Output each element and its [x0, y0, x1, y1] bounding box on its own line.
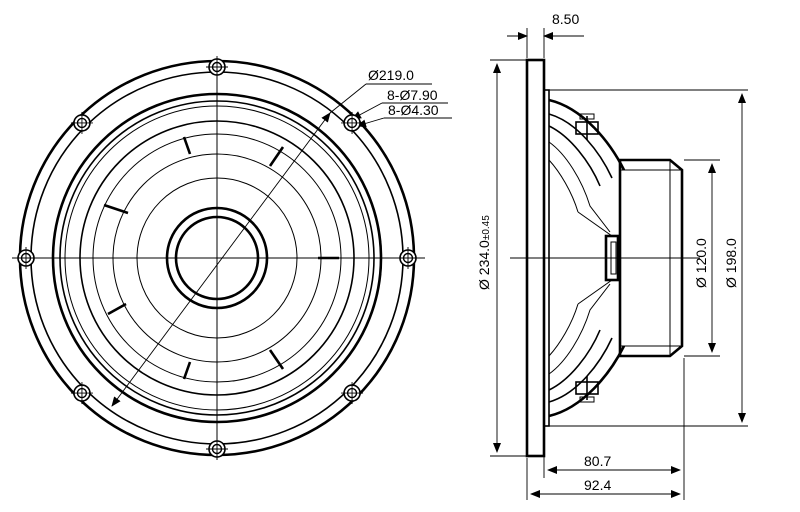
mounting-hole: [206, 438, 228, 460]
mounting-hole: [341, 382, 364, 405]
mounting-hole: [70, 111, 93, 134]
inner-holes-label: 8-Ø4.30: [388, 102, 439, 118]
front-view: Ø219.0 8-Ø7.90 8-Ø4.30: [12, 56, 452, 460]
frame-diameter-label: Ø 234.0±0.45: [476, 215, 492, 290]
cone-rib: [268, 349, 285, 370]
mounting-hole: [15, 247, 37, 269]
overall-depth-label: 92.4: [584, 477, 611, 493]
basket-arm-top-inner: [548, 113, 613, 179]
gasket: [543, 89, 550, 427]
frame-ring-4: [59, 100, 375, 416]
basket-arm-top-2: [548, 125, 601, 187]
diameter-leader-extension: [329, 83, 367, 114]
cone-rib: [103, 203, 129, 215]
magnet-depth-label: 80.7: [584, 453, 611, 469]
cone-profile-bottom: [548, 283, 611, 375]
inner-hole-leader: [356, 117, 385, 128]
frame-diameter-value: Ø 234.0: [476, 240, 492, 290]
side-view: 8.50 Ø 234.0±0.45 Ø 120.0 Ø 198.0 80.7 9…: [476, 11, 748, 500]
basket-back-top: [577, 211, 613, 237]
pole-piece: [604, 234, 620, 282]
bolt-holes-label: 8-Ø7.90: [387, 87, 438, 103]
mounting-hole: [341, 111, 364, 134]
basket-arm-bottom-2: [548, 329, 601, 391]
frame-tolerance: ±0.45: [481, 215, 492, 240]
cone-rib: [268, 146, 285, 167]
pole-piece-inner: [610, 241, 617, 275]
side-screw-bottom: [575, 376, 599, 403]
surround-outer-ring: [64, 105, 370, 411]
magnet-diameter-label: Ø 120.0: [693, 238, 709, 288]
screw-nut: [579, 113, 595, 120]
cone-profile-bottom-2: [548, 303, 579, 357]
mounting-holes: [15, 56, 419, 460]
cone-profile-top: [548, 141, 611, 233]
basket-arm-bottom-inner: [548, 337, 613, 403]
cone-profile-top-2: [548, 159, 579, 213]
basket-back-bottom: [577, 279, 613, 305]
flange-thickness-label: 8.50: [552, 11, 579, 27]
mounting-hole: [206, 56, 228, 78]
side-screw-top: [575, 113, 599, 140]
outer-diameter-label: Ø219.0: [368, 67, 414, 83]
cone-rib: [182, 361, 192, 380]
frame-ring-3: [51, 92, 383, 424]
cone-rib: [107, 302, 127, 316]
diameter-leader-line: [111, 112, 331, 407]
screw-nut: [579, 396, 595, 403]
mounting-hole: [70, 382, 93, 405]
cone-rib: [182, 136, 192, 155]
basket-diameter-label: Ø 198.0: [723, 238, 739, 288]
mounting-hole: [397, 247, 419, 269]
